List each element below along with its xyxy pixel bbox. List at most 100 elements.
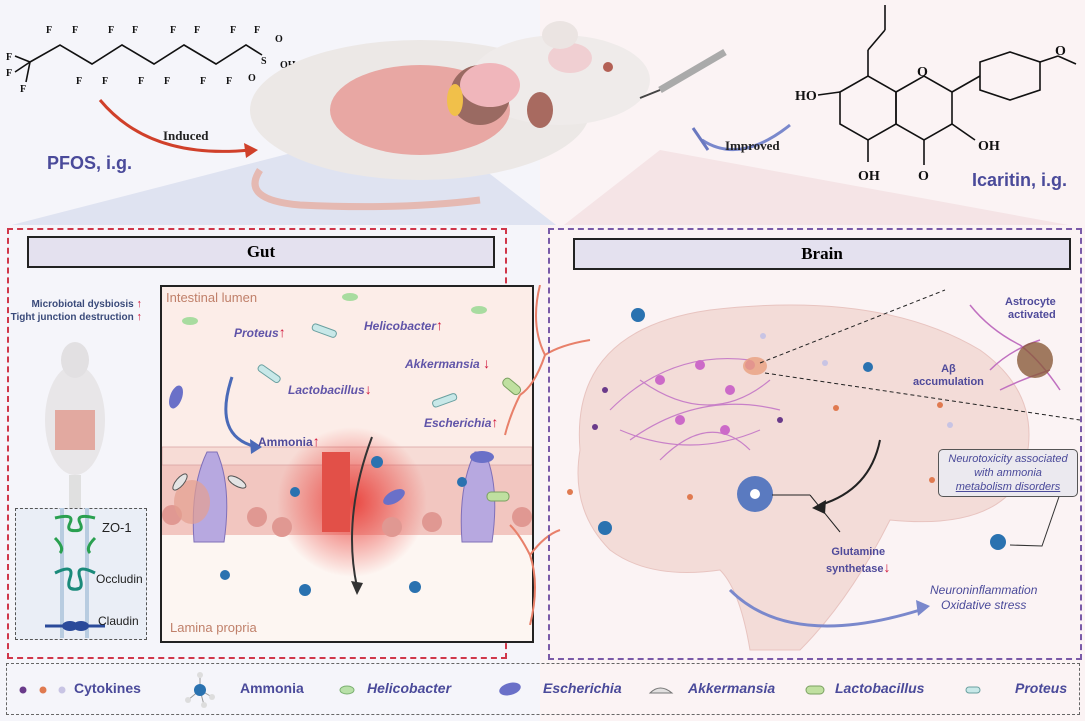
translocation-arrow: [351, 436, 373, 588]
outcome-arrow: [728, 588, 921, 628]
zoom-line-top: [759, 289, 946, 364]
abeta-line-2: accumulation: [913, 376, 984, 388]
svg-text:OH: OH: [858, 169, 880, 184]
intestine-box: Intestinal lumen Lamina propria Proteus↑…: [160, 285, 534, 643]
ammonia-label: Ammonia↑: [258, 433, 320, 449]
intestinal-lumen-label: Intestinal lumen: [166, 290, 258, 305]
cytokine-dots: [567, 333, 953, 500]
neurotox-line-2: with ammonia: [974, 467, 1042, 479]
occludin-label: Occludin: [96, 572, 143, 586]
svg-text:F: F: [6, 68, 12, 79]
damaged-cell: [322, 452, 350, 532]
svg-text:F: F: [170, 25, 176, 36]
syringe-icon: [639, 48, 727, 99]
ammonium-molecule: [631, 308, 645, 322]
bacteria-name: Proteus: [234, 326, 279, 340]
bacteria-name: Akkermansia: [405, 357, 480, 371]
outcome-line-1: Neuroninflammation: [930, 583, 1038, 597]
neurotox-line-1: Neurotoxicity associated: [948, 453, 1068, 465]
svg-text:F: F: [20, 84, 26, 95]
svg-text:F: F: [200, 76, 206, 87]
claudin-label: Claudin: [98, 614, 139, 628]
bacteria-name: Helicobacter: [364, 319, 437, 333]
akkermansia-icon: [648, 687, 674, 694]
svg-text:F: F: [46, 25, 52, 36]
svg-text:F: F: [6, 52, 12, 63]
brain-panel: [548, 228, 1082, 660]
up-arrow: ↑: [136, 311, 143, 323]
svg-text:F: F: [254, 25, 260, 36]
neuron-network: [609, 357, 781, 461]
up-arrow: ↑: [278, 324, 286, 340]
up-arrow: ↑: [491, 414, 499, 430]
glutamine-line-1: Glutamine: [831, 546, 886, 558]
up-arrow: ↑: [136, 298, 143, 310]
brain-shape: [577, 304, 1030, 651]
neurotox-pointer: [1009, 487, 1063, 547]
down-arrow: ↓: [364, 381, 372, 397]
bacteria-akkermansia: Akkermansia ↓: [405, 355, 490, 371]
pfos-molecule: [14, 44, 263, 83]
svg-text:F: F: [138, 76, 144, 87]
mouse-illustration: [250, 21, 650, 211]
induced-label: Induced: [163, 128, 209, 143]
down-arrow: ↓: [483, 355, 491, 371]
svg-text:O: O: [917, 65, 928, 80]
outcome-line-2: Oxidative stress: [941, 598, 1027, 612]
svg-text:OH: OH: [978, 139, 1000, 154]
svg-text:O: O: [275, 34, 283, 45]
abeta-line-1: Aβ: [941, 363, 956, 375]
svg-text:F: F: [164, 76, 170, 87]
induced-arrowhead: [244, 143, 258, 158]
legend-icons: [19, 672, 981, 708]
bacteria-icons: [169, 293, 522, 505]
proteus-icon: [965, 686, 981, 694]
ammonium-molecule: [990, 534, 1006, 550]
svg-text:O: O: [248, 73, 256, 84]
glutamine-line-2: synthetase: [826, 563, 884, 575]
legend-escherichia: Escherichia: [543, 680, 622, 696]
bacteria-proteus: Proteus↑: [234, 324, 286, 340]
legend-cytokines: Cytokines: [74, 680, 141, 696]
svg-text:HO: HO: [795, 89, 817, 104]
lactobacillus-icon: [805, 685, 825, 695]
brain-title: Brain: [573, 238, 1071, 270]
cytokine-dot-lavender: [58, 686, 66, 694]
svg-text:F: F: [108, 25, 114, 36]
ammonia-production-arrow: [224, 376, 258, 449]
intestine-illustration: [162, 293, 532, 641]
svg-text:F: F: [132, 25, 138, 36]
bacteria-helicobacter: Helicobacter↑: [364, 317, 443, 333]
astrocyte-line-1: Astrocyte: [1005, 296, 1056, 308]
induced-arrow: [98, 99, 251, 153]
legend-proteus: Proteus: [1015, 680, 1068, 696]
neurotox-line-3: metabolism disorders: [955, 481, 1061, 493]
legend-helicobacter: Helicobacter: [367, 680, 452, 696]
amyloid-plaque-icon: [1017, 342, 1053, 378]
inhibit-bar: [691, 127, 710, 151]
escherichia-icon: [499, 682, 521, 696]
svg-text:S: S: [261, 56, 267, 67]
inflammation-glow: [277, 427, 427, 577]
improved-label: Improved: [725, 138, 780, 153]
legend-akkermansia: Akkermansia: [688, 680, 776, 696]
helicobacter-icon: [339, 685, 355, 695]
glutamine-label: Glutamine synthetase↓: [826, 545, 890, 577]
gut-title: Gut: [27, 236, 495, 268]
icaritin-molecule: [817, 5, 1077, 165]
bacteria-lactobacillus: Lactobacillus↓: [288, 381, 372, 397]
svg-text:F: F: [194, 25, 200, 36]
svg-text:F: F: [230, 25, 236, 36]
summary-dysbiosis: Microbiotal dysbiosis: [31, 299, 134, 310]
cytokine-dot-purple: [19, 686, 27, 694]
astrocyte-line-2: activated: [1008, 309, 1056, 321]
ammonium-molecule: [598, 521, 612, 535]
ammonium-molecules: [220, 456, 467, 596]
bacteria-name: Escherichia: [424, 416, 492, 430]
occludin-protein: [54, 567, 96, 591]
junction-highlight: [174, 480, 210, 524]
svg-text:O: O: [1055, 44, 1066, 59]
